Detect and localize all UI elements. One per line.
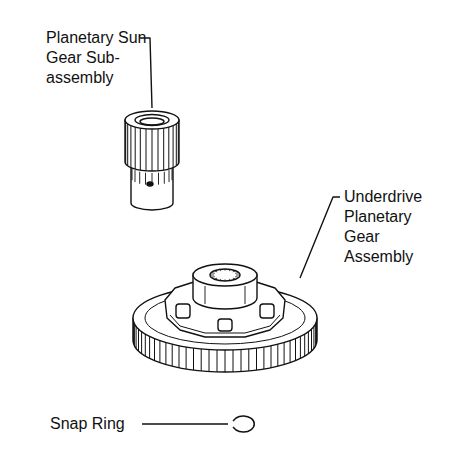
gear-tooth <box>163 128 164 170</box>
gear-tooth <box>233 271 236 272</box>
gear-tooth <box>263 347 264 369</box>
leader-line <box>300 197 340 278</box>
gear-tooth <box>271 346 272 368</box>
sun-gear <box>125 111 179 210</box>
gear-tooth <box>193 348 194 370</box>
part-label: Snap Ring <box>50 414 125 434</box>
gear-tooth <box>284 343 285 365</box>
gear-tooth <box>176 124 177 166</box>
gear-tooth <box>229 270 231 271</box>
gear-tooth <box>136 326 137 348</box>
gear-tooth <box>235 272 239 274</box>
gear-tooth <box>158 129 159 171</box>
gear-tooth <box>133 321 134 343</box>
gear-tooth <box>277 344 278 366</box>
part-label: Planetary Sun Gear Sub- assembly <box>46 28 147 88</box>
gear-tooth <box>145 173 146 185</box>
gear-tooth <box>316 321 317 343</box>
gear-tooth <box>139 172 140 184</box>
gear-tooth <box>235 276 239 278</box>
gear-tooth <box>159 341 160 363</box>
gear-tooth <box>308 332 309 354</box>
gear-tooth <box>152 129 153 171</box>
gear-tooth <box>209 350 210 372</box>
gear-tooth <box>140 128 141 170</box>
gear-tooth <box>172 168 173 180</box>
gear-tooth <box>134 324 135 346</box>
gear-tooth <box>164 172 165 184</box>
gear-tooth <box>295 339 296 361</box>
gear-tooth <box>311 329 312 351</box>
gear-tooth <box>219 270 221 271</box>
planetary-gear-assembly <box>133 264 317 372</box>
gear-tooth <box>211 272 215 274</box>
gear-tooth <box>214 271 217 272</box>
gear-tooth <box>141 332 142 354</box>
gear-tooth <box>248 349 249 371</box>
gear-tooth <box>214 278 217 279</box>
gear-tooth <box>179 346 180 368</box>
gear-tooth <box>201 349 202 371</box>
gear-tooth <box>127 124 128 166</box>
gear-tooth <box>178 122 179 164</box>
gear-tooth <box>145 334 146 356</box>
gear-tooth <box>210 275 214 276</box>
gear-tooth <box>241 350 242 372</box>
gear-tooth <box>135 170 136 182</box>
gear-tooth <box>233 278 236 279</box>
gear-tooth <box>225 350 226 372</box>
gear-tooth <box>149 336 150 358</box>
gear-tooth <box>158 173 159 185</box>
gear-tooth <box>168 127 169 169</box>
gear-tooth <box>165 343 166 365</box>
gear-tooth <box>186 347 187 369</box>
gear-tooth <box>135 127 136 169</box>
gear-tooth <box>138 329 139 351</box>
gear-tooth <box>236 275 240 276</box>
gear-tooth <box>304 334 305 356</box>
gear-tooth <box>172 344 173 366</box>
gear-tooth <box>152 173 153 185</box>
gear-tooth <box>125 122 126 164</box>
leader-line <box>140 38 152 108</box>
gear-tooth <box>132 168 133 180</box>
gear-tooth <box>217 350 218 372</box>
gear-tooth <box>169 170 170 182</box>
gear-tooth <box>290 341 291 363</box>
gear-tooth <box>146 129 147 171</box>
gear-tooth <box>154 339 155 361</box>
gear-tooth <box>219 279 221 280</box>
gear-tooth <box>130 126 131 168</box>
gear-tooth <box>211 276 215 278</box>
gear-tooth <box>300 336 301 358</box>
snap-ring <box>233 416 254 432</box>
leader-line <box>142 423 228 424</box>
gear-tooth <box>229 279 231 280</box>
gear-tooth <box>173 126 174 168</box>
gear-tooth <box>225 279 226 281</box>
gear-tooth <box>225 269 226 271</box>
gear-tooth <box>233 350 234 372</box>
gear-tooth <box>315 324 316 346</box>
gear-tooth <box>256 348 257 370</box>
part-label: Underdrive Planetary Gear Assembly <box>344 187 422 267</box>
gear-tooth <box>313 326 314 348</box>
